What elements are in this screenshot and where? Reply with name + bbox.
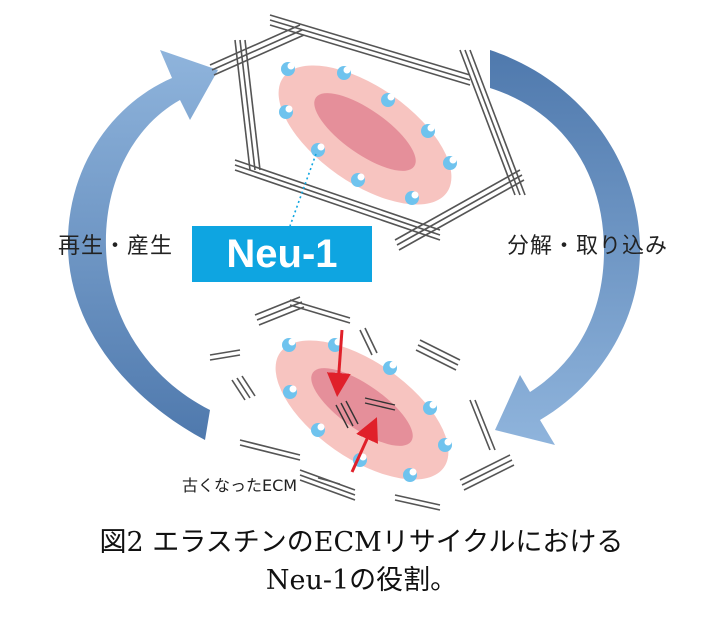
figure-caption: 図2 エラスチンのECMリサイクルにおける Neu-1の役割。 [0, 524, 723, 600]
old-ecm-label: 古くなったECM [182, 472, 297, 496]
neu1-badge: Neu-1 [192, 226, 372, 282]
ecm-recycling-diagram: 再生・産生 分解・取り込み Neu-1 古くなったECM [0, 0, 723, 520]
degradation-uptake-label: 分解・取り込み [507, 228, 668, 260]
regeneration-label: 再生・産生 [58, 228, 173, 260]
caption-line-2: Neu-1の役割。 [0, 562, 723, 600]
caption-line-1: 図2 エラスチンのECMリサイクルにおける [0, 524, 723, 562]
